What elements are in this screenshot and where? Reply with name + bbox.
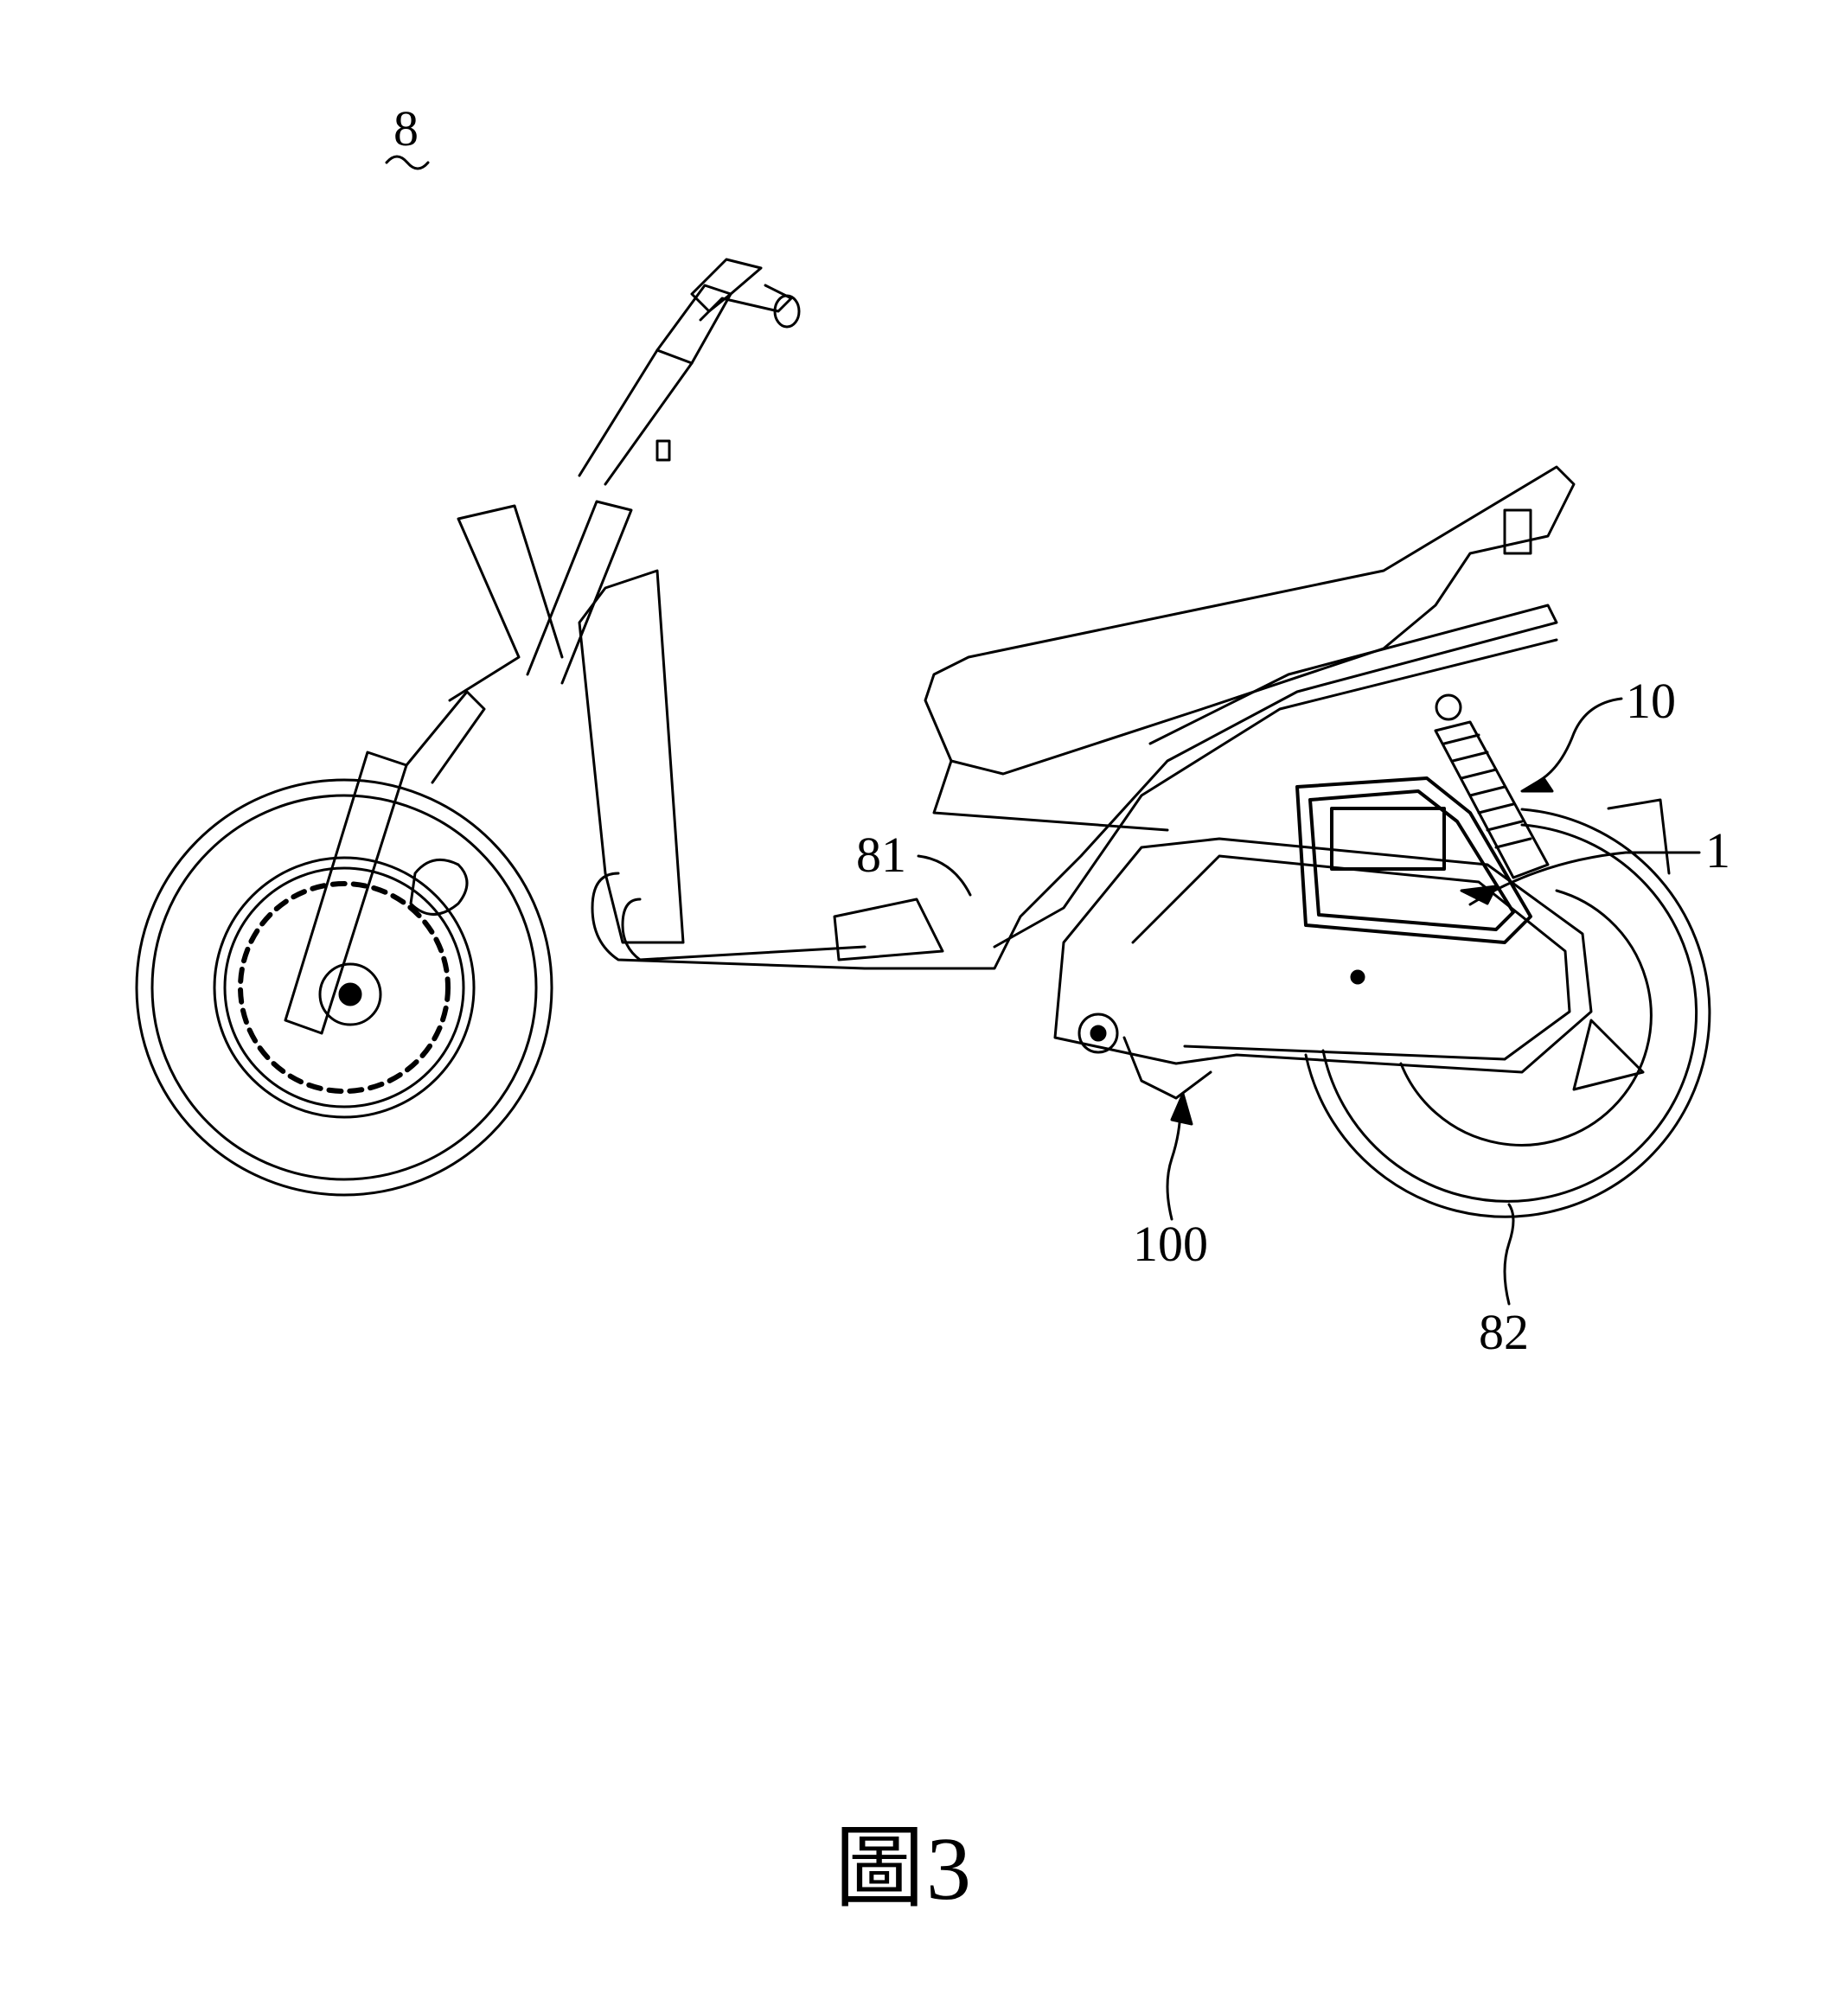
label-1: 1 bbox=[1705, 822, 1730, 878]
brake-caliper bbox=[409, 858, 469, 916]
power-unit bbox=[1053, 837, 1593, 1100]
label-82: 82 bbox=[1479, 1304, 1529, 1360]
seat-bracket bbox=[1503, 508, 1532, 555]
label-81: 81 bbox=[856, 827, 906, 883]
leader-81 bbox=[917, 854, 972, 897]
figure-caption: 圖3 bbox=[834, 1819, 974, 1919]
leader-10 bbox=[1538, 697, 1623, 783]
leader-100 bbox=[1166, 1105, 1182, 1221]
leader-100-arrow bbox=[1170, 1092, 1193, 1126]
front-fork bbox=[284, 258, 801, 1035]
seat-lower bbox=[932, 759, 1169, 832]
main-frame bbox=[578, 569, 1558, 970]
leader-82 bbox=[1503, 1203, 1515, 1306]
label-8-tilde bbox=[385, 155, 430, 170]
rear-wheel bbox=[1304, 798, 1711, 1218]
leader-10-arrow bbox=[1520, 776, 1554, 793]
seat bbox=[924, 465, 1576, 776]
label-100: 100 bbox=[1133, 1216, 1208, 1272]
label-8: 8 bbox=[393, 100, 419, 157]
component-1-housing bbox=[1295, 776, 1532, 944]
front-wheel bbox=[135, 778, 553, 1197]
leader-1-arrow bbox=[1460, 885, 1498, 905]
label-10: 10 bbox=[1626, 673, 1676, 729]
rear-shock bbox=[1434, 693, 1550, 879]
